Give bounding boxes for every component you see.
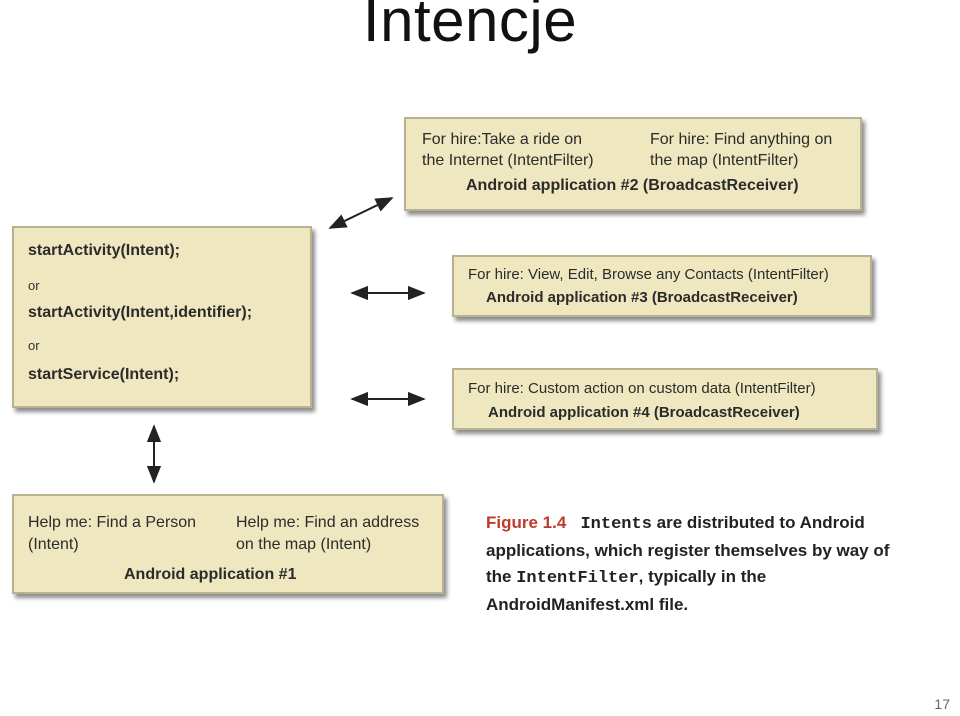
slide-title: Intencje <box>362 0 578 54</box>
app4-name: Android application #4 (BroadcastReceive… <box>488 404 800 421</box>
app3-hire: For hire: View, Edit, Browse any Contact… <box>468 266 829 283</box>
app1-box: Help me: Find a Person (Intent) Help me:… <box>12 494 444 594</box>
start-activity-identifier-call: startActivity(Intent,identifier); <box>28 304 253 321</box>
intentfilter-word: IntentFilter <box>516 569 639 588</box>
figure-caption: Figure 1.4 Intents are distributed to An… <box>486 510 956 618</box>
app1-help1-line1: Help me: Find a Person <box>28 514 197 531</box>
figure-label: Figure 1.4 <box>486 513 567 532</box>
app1-help2-line2: on the map (Intent) <box>236 536 372 553</box>
or-label-2: or <box>28 338 40 353</box>
start-service-call: startService(Intent); <box>28 366 180 383</box>
caption-text-1: are distributed to Android <box>651 513 865 532</box>
app2-box: For hire:Take a ride on the Internet (In… <box>404 117 862 211</box>
app4-hire: For hire: Custom action on custom data (… <box>468 380 816 397</box>
app4-box: For hire: Custom action on custom data (… <box>452 368 878 430</box>
app2-hire1-line2: the Internet (IntentFilter) <box>422 152 594 169</box>
app1-help1-line2: (Intent) <box>28 536 79 553</box>
page-number: 17 <box>934 696 950 712</box>
app2-hire2-line1: For hire: Find anything on <box>650 131 833 148</box>
caption-line-1: Figure 1.4 Intents are distributed to An… <box>486 510 956 538</box>
arrow-to-app2 <box>328 197 394 229</box>
app2-hire2-line2: the map (IntentFilter) <box>650 152 799 169</box>
app2-name: Android application #2 (BroadcastReceive… <box>466 177 799 194</box>
caption-line-4: AndroidManifest.xml file. <box>486 595 689 614</box>
app2-hire1-line1: For hire:Take a ride on <box>422 131 583 148</box>
start-activity-call: startActivity(Intent); <box>28 242 181 259</box>
app1-help2-line1: Help me: Find an address <box>236 514 420 531</box>
app3-box: For hire: View, Edit, Browse any Contact… <box>452 255 872 317</box>
caption-text-3-pre: the <box>486 567 517 586</box>
intent-calls-box: startActivity(Intent); or startActivity(… <box>12 226 312 408</box>
app1-name: Android application #1 <box>124 566 297 583</box>
intents-word: Intents <box>580 515 652 534</box>
or-label-1: or <box>28 278 40 293</box>
caption-line-3: the IntentFilter, typically in the <box>486 564 956 592</box>
caption-text-3-post: , typically in the <box>638 567 767 586</box>
app3-name: Android application #3 (BroadcastReceive… <box>486 289 798 306</box>
caption-line-2: applications, which register themselves … <box>486 541 890 560</box>
